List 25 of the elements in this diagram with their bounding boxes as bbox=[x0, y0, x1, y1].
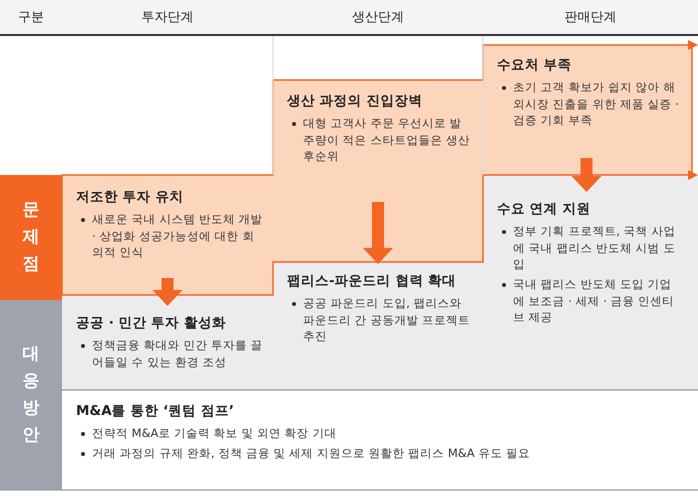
bullet-item: 정부 기획 프로젝트, 국책 사업에 국내 팹리스 반도체 시범 도입 bbox=[513, 223, 683, 274]
arrow bbox=[363, 202, 393, 264]
row-label: 대응방안 bbox=[0, 300, 62, 490]
header-cell: 생산단계 bbox=[273, 0, 483, 36]
bullet-item: 대형 고객사 주문 우선시로 발주량이 적은 스타트업들은 생산 후순위 bbox=[303, 115, 473, 166]
bullet-item: 초기 고객 확보가 쉽지 않아 해외시장 진출을 위한 제품 실증 · 검증 기회 부족 bbox=[513, 79, 680, 130]
header-cell: 판매단계 bbox=[483, 0, 698, 36]
bullet-item: 새로운 국내 시스템 반도체 개발 · 상업화 성공가능성에 대한 회의적 인식 bbox=[92, 211, 263, 262]
bullet-item: 전략적 M&A로 기술력 확보 및 외연 확장 기대 bbox=[92, 425, 688, 442]
heading: 수요처 부족 bbox=[497, 56, 572, 74]
arrow bbox=[572, 158, 602, 192]
bullet-item: 공공 파운드리 도입, 팹리스와 파운드리 간 공동개발 프로젝트 추진 bbox=[303, 295, 473, 346]
heading: 팹리스-파운드리 협력 확대 bbox=[287, 272, 456, 290]
arrow bbox=[152, 278, 182, 306]
header-cell: 투자단계 bbox=[62, 0, 273, 36]
heading: 공공 · 민간 투자 활성화 bbox=[76, 314, 226, 332]
heading: 수요 연계 지원 bbox=[497, 200, 590, 218]
bullet-item: 거래 과정의 규제 완화, 정책 금융 및 세제 지원으로 원활한 팹리스 M&A 유도 필요 bbox=[92, 444, 688, 462]
row-label: 문제점 bbox=[0, 175, 62, 300]
bullet-item: 정책금융 확대와 민간 투자를 끌어들일 수 있는 환경 조성 bbox=[92, 337, 263, 370]
heading: M&A를 통한 ‘퀀텀 점프’ bbox=[76, 402, 234, 420]
heading: 저조한 투자 유치 bbox=[76, 188, 184, 206]
heading: 생산 과정의 진입장벽 bbox=[287, 92, 422, 110]
header-cell: 구분 bbox=[0, 0, 62, 36]
bullet-item: 국내 팹리스 반도체 도입 기업에 보조금 · 세제 · 금융 인센티브 제공 bbox=[513, 276, 683, 326]
